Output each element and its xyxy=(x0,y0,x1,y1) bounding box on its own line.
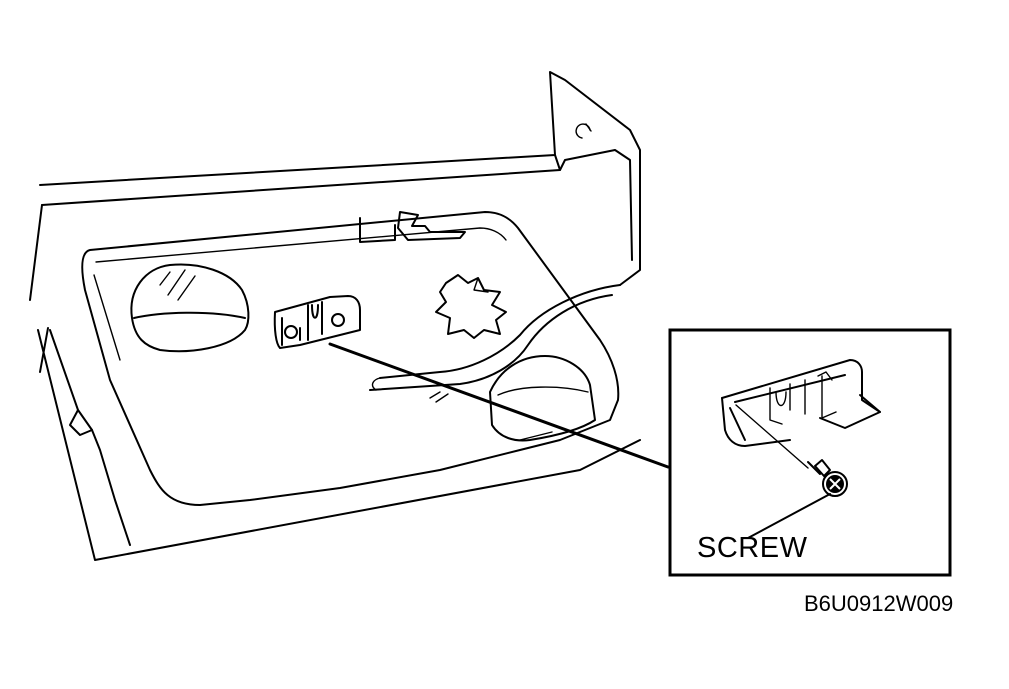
detail-inset xyxy=(668,328,952,577)
wire-harness xyxy=(369,284,621,403)
armrest-pocket xyxy=(489,355,596,442)
door-frame xyxy=(29,71,641,301)
leader-line xyxy=(328,342,670,469)
inner-handle xyxy=(435,274,507,339)
trim-clip xyxy=(359,211,466,243)
figure-code: B6U0912W009 xyxy=(804,591,954,616)
trim-panel xyxy=(81,211,620,506)
speaker-pocket xyxy=(130,263,250,353)
frame-hole xyxy=(575,123,592,139)
screw-label: SCREW xyxy=(697,532,808,564)
door-panel xyxy=(37,327,641,561)
screw-icon xyxy=(807,459,848,497)
switch-bracket xyxy=(273,295,361,349)
